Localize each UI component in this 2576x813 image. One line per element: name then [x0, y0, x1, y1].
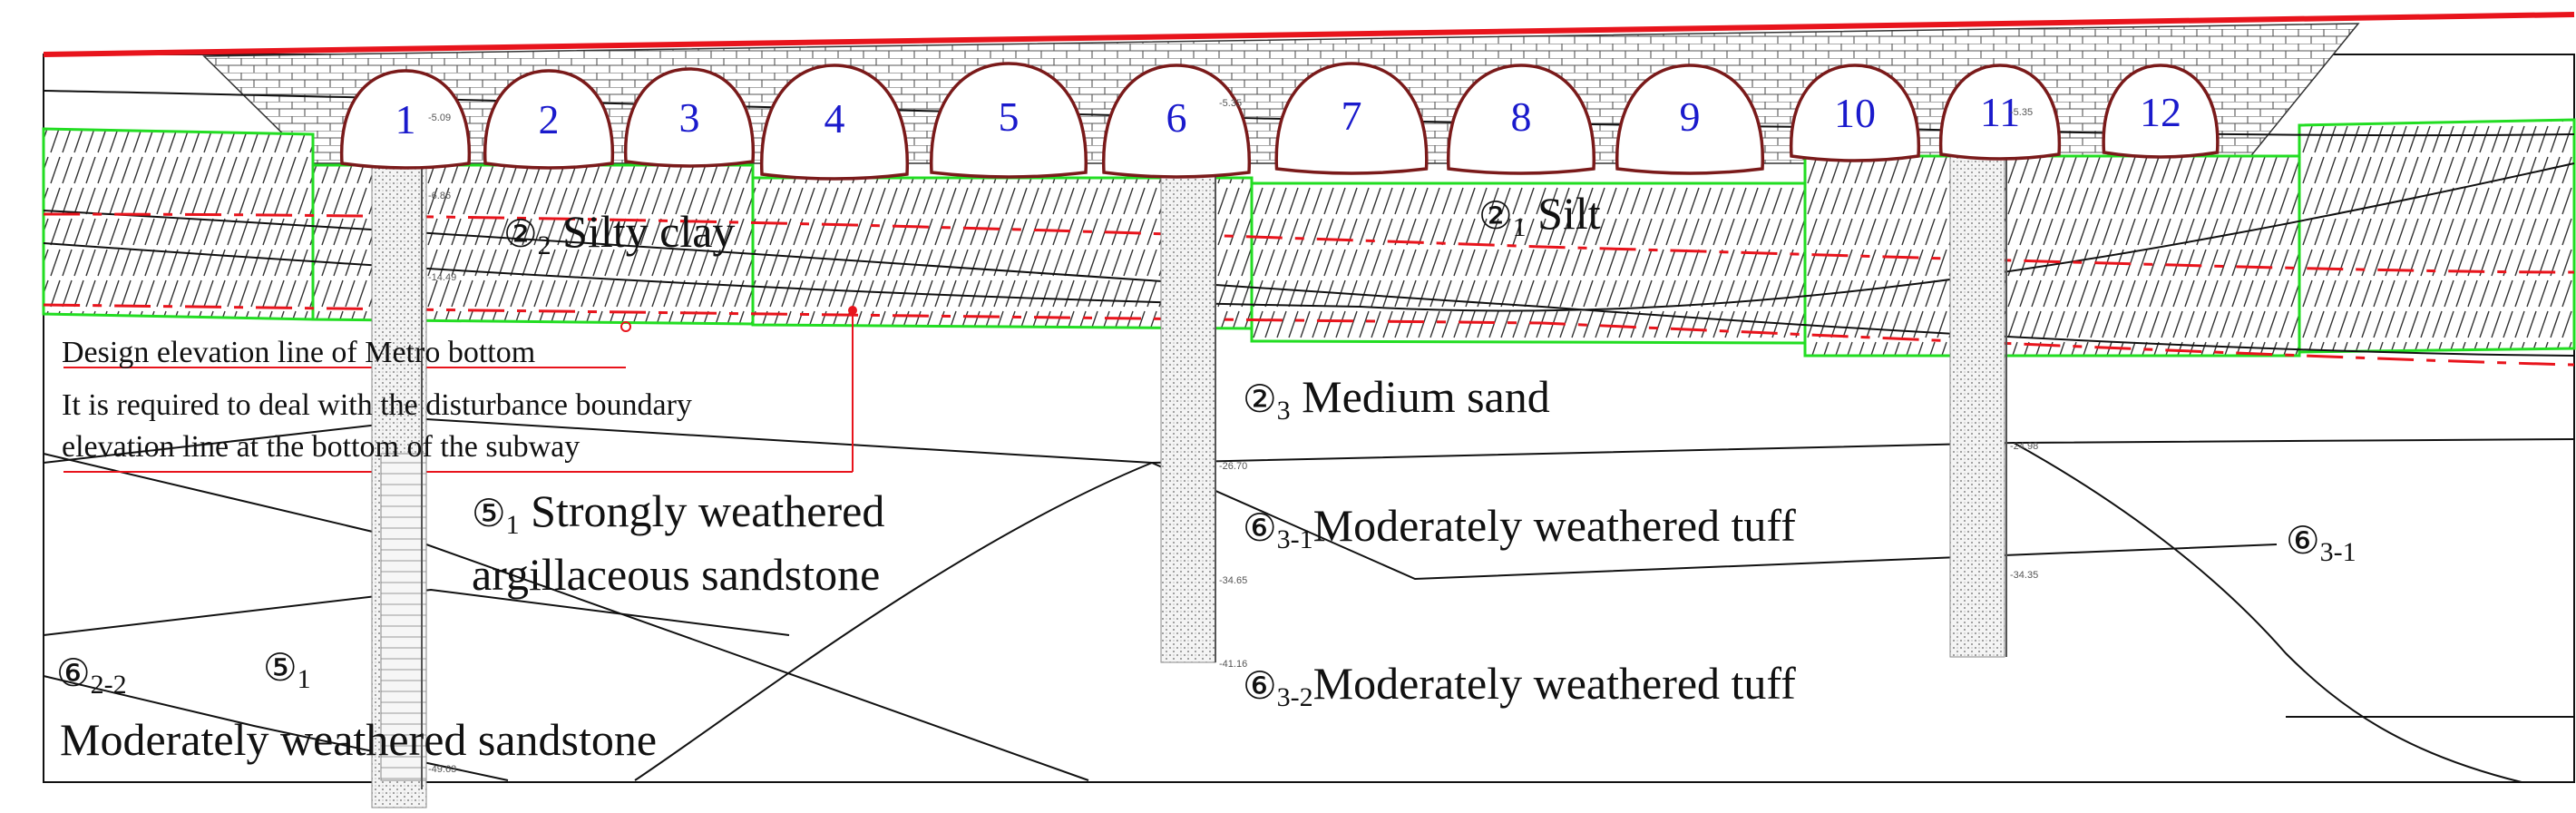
label-silt: ②1 Silt: [1478, 188, 1601, 243]
elev-b3-b: -34.35: [2010, 570, 2039, 581]
elev-b1-b: -14.49: [428, 272, 457, 283]
tunnel-number-6: 6: [1166, 94, 1187, 142]
tunnel-number-5: 5: [998, 93, 1020, 140]
tunnel-6: [1101, 64, 1252, 179]
annotation-node-small: [620, 321, 631, 332]
tunnel-2: [483, 69, 615, 170]
tunnel-number-1: 1: [395, 95, 416, 142]
tunnel-1: [339, 69, 472, 170]
label-tuff-3-1-right: ⑥3-1: [2286, 521, 2356, 567]
stratum-hatched-right: [2298, 118, 2576, 354]
tunnel-9: [1615, 64, 1765, 175]
elev-b3-a: -24.98: [2010, 441, 2039, 452]
annotation-leaders: [63, 310, 854, 473]
tunnel-number-12: 12: [2140, 88, 2181, 135]
tunnel-number-10: 10: [1834, 90, 1876, 136]
label-moderately-weathered-sandstone: Moderately weathered sandstone: [60, 714, 658, 765]
tunnel-number-8: 8: [1510, 93, 1532, 141]
ground-surface-line: [43, 12, 2575, 57]
tunnel-number-4: 4: [824, 95, 845, 142]
tunnel-number-7: 7: [1341, 92, 1362, 139]
label-sandstone-5-1-small: ⑤1: [263, 648, 311, 694]
design-elevation-lines: [43, 212, 2575, 367]
tunnels: [339, 62, 2220, 181]
label-sandstone-2-2: ⑥2-2: [56, 653, 127, 700]
stratum-hatched-d: [1803, 154, 2301, 358]
tunnel-11: [1938, 64, 2062, 161]
borehole-1: [371, 108, 427, 808]
elev-b1-a: -6.86: [428, 191, 452, 201]
tunnel-number-9: 9: [1679, 93, 1701, 141]
elev-b1-top: -5.09: [428, 113, 452, 123]
tunnel-8: [1446, 64, 1596, 175]
label-tuff-3-2: ⑥3-2Moderately weathered tuff: [1243, 658, 1796, 713]
annotation-node: [848, 306, 857, 315]
tunnel-7: [1274, 62, 1429, 175]
label-medium-sand: ②3 Medium sand: [1243, 371, 1550, 426]
tunnel-12: [2102, 64, 2220, 159]
elev-b2-a: -26.70: [1219, 461, 1248, 472]
tunnel-3: [623, 67, 756, 168]
elev-b2-b: -34.65: [1219, 575, 1248, 586]
borehole-2: [1160, 99, 1216, 663]
tunnel-number-2: 2: [538, 95, 560, 142]
elev-b2-c: -41.16: [1219, 659, 1248, 670]
label-strongly-weathered-sandstone: ⑤1 Strongly weathered: [472, 485, 885, 541]
tunnel-4: [759, 64, 910, 181]
annotation-disturbance-1: It is required to deal with the disturba…: [62, 388, 692, 422]
annotation-disturbance-2: elevation line at the bottom of the subw…: [62, 430, 581, 464]
label-argillaceous-sandstone: argillaceous sandstone: [472, 549, 881, 600]
elev-b1-c: -49.63: [428, 764, 457, 775]
borehole-3: [1949, 101, 2007, 658]
tunnel-5: [930, 62, 1088, 179]
elev-b3-top: -5.35: [2010, 107, 2034, 118]
label-silty-clay: ②2 Silty clay: [503, 206, 736, 261]
tunnel-number-3: 3: [678, 93, 700, 141]
annotation-design-line: Design elevation line of Metro bottom: [62, 336, 536, 369]
label-tuff-3-1-center: ⑥3-1Moderately weathered tuff: [1243, 500, 1796, 555]
tunnel-10: [1789, 64, 1921, 162]
tunnel-number-11: 11: [1979, 89, 2021, 136]
elev-b2-top: -5.35: [1219, 98, 1243, 109]
